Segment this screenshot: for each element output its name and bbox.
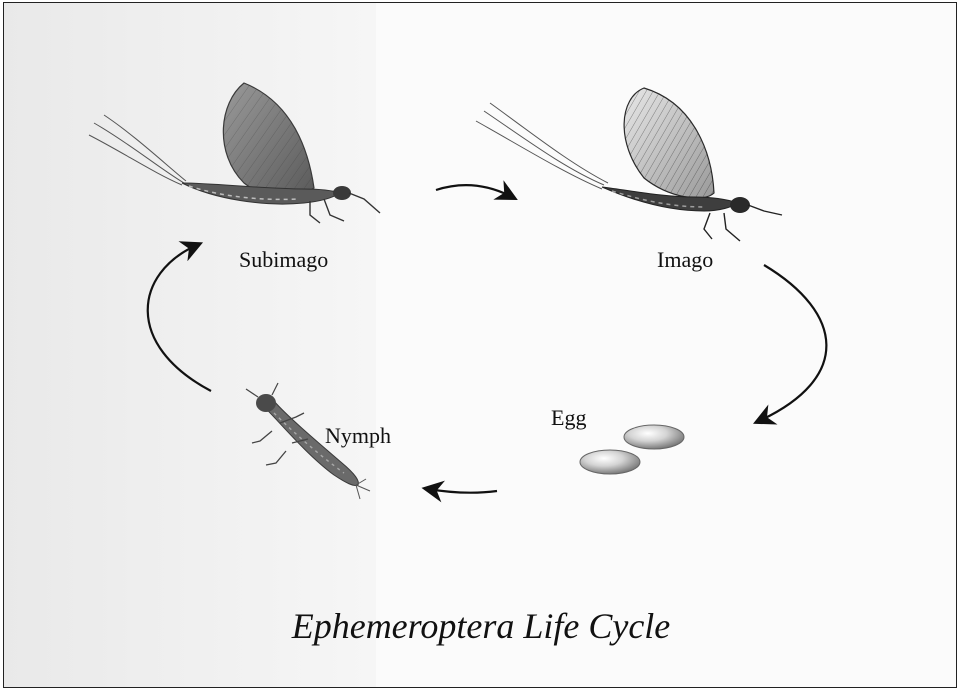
imago-mayfly-image [476, 88, 782, 241]
imago-label: Imago [657, 247, 713, 273]
subimago-label: Subimago [239, 247, 328, 273]
egg-label: Egg [551, 405, 586, 431]
arrow-egg-to-nymph [428, 489, 497, 493]
arrow-imago-to-egg [759, 265, 826, 421]
egg-image [580, 425, 684, 474]
arrow-nymph-to-subimago [148, 245, 211, 391]
arrow-subimago-to-imago [436, 185, 512, 197]
life-cycle-artwork [4, 3, 957, 688]
subimago-mayfly-image [89, 83, 380, 223]
nymph-label: Nymph [325, 423, 391, 449]
diagram-frame: Subimago Imago Egg Nymph Ephemeroptera L… [3, 2, 957, 688]
diagram-title: Ephemeroptera Life Cycle [4, 605, 957, 647]
